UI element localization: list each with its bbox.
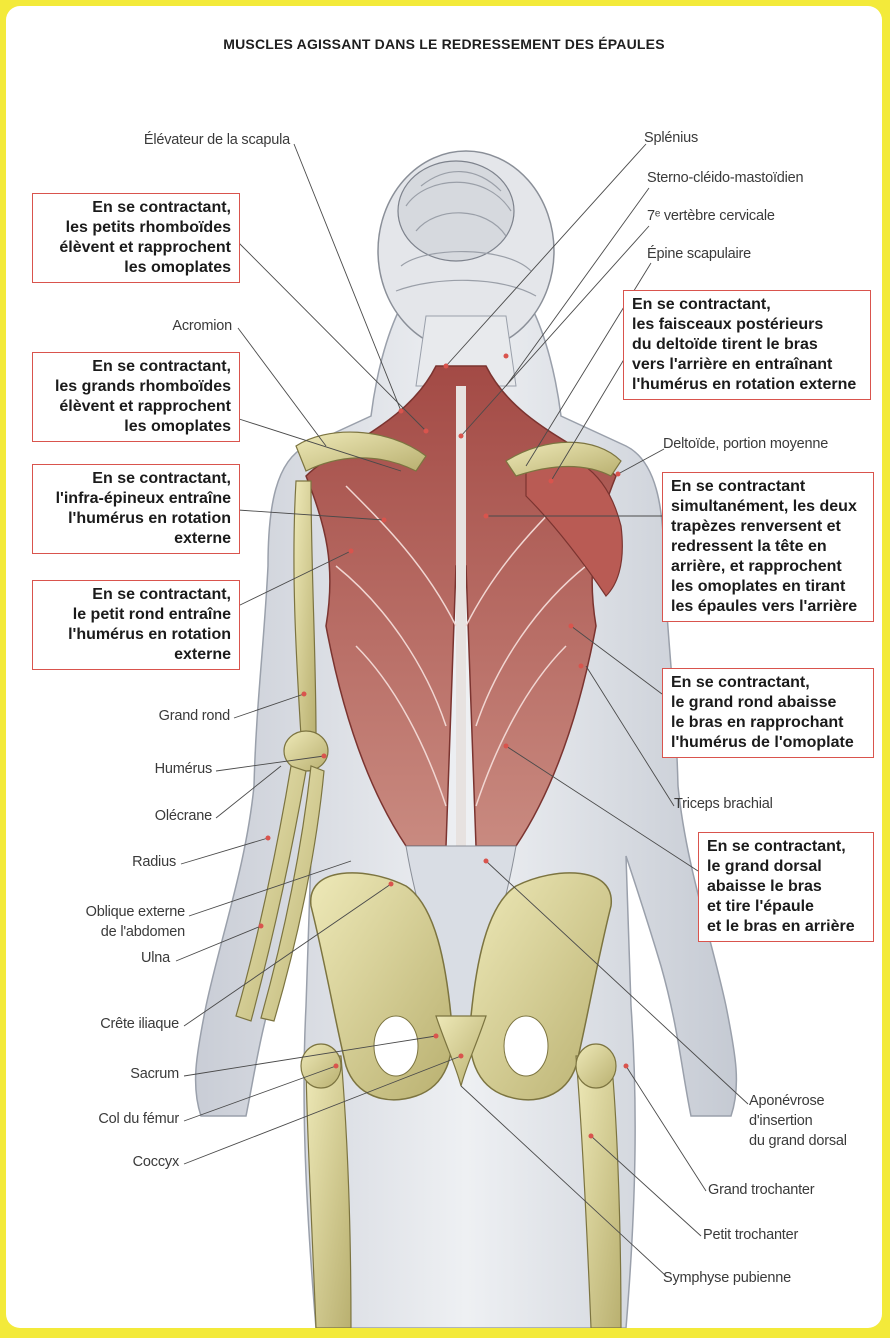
box-petit-rond: En se contractant, le petit rond entraîn… [32, 580, 240, 670]
label-coccyx: Coccyx [133, 1154, 179, 1170]
label-elevateur-scapula: Élévateur de la scapula [144, 132, 290, 148]
label-deltoide-portion-moyenne: Deltoïde, portion moyenne [663, 436, 828, 452]
label-oblique-externe: Oblique externe [86, 904, 185, 920]
label-olecrane: Olécrane [155, 808, 212, 824]
label-petit-trochanter: Petit trochanter [703, 1227, 798, 1243]
box-infra-epineux: En se contractant, l'infra-épineux entra… [32, 464, 240, 554]
label-grand-rond: Grand rond [159, 708, 230, 724]
label-ulna: Ulna [141, 950, 170, 966]
box-grand-dorsal: En se contractant, le grand dorsal abais… [698, 832, 874, 942]
box-grand-rond: En se contractant, le grand rond abaisse… [662, 668, 874, 758]
page-title: MUSCLES AGISSANT DANS LE REDRESSEMENT DE… [6, 36, 882, 52]
diagram-frame: MUSCLES AGISSANT DANS LE REDRESSEMENT DE… [6, 6, 882, 1328]
label-humerus: Humérus [155, 761, 212, 777]
label-sacrum: Sacrum [130, 1066, 179, 1082]
label-oblique-abdomen: de l'abdomen [101, 924, 185, 940]
label-splenius: Splénius [644, 130, 698, 146]
label-crete-iliaque: Crête iliaque [100, 1016, 179, 1032]
label-radius: Radius [132, 854, 176, 870]
box-deltoide-posterieur: En se contractant, les faisceaux postéri… [623, 290, 871, 400]
box-petits-rhomboides: En se contractant, les petits rhomboïdes… [32, 193, 240, 283]
box-grands-rhomboides: En se contractant, les grands rhomboïdes… [32, 352, 240, 442]
label-grand-trochanter: Grand trochanter [708, 1182, 814, 1198]
label-aponevrose-3: du grand dorsal [749, 1133, 847, 1149]
label-aponevrose-2: d'insertion [749, 1113, 812, 1129]
label-col-femur: Col du fémur [98, 1111, 179, 1127]
label-sterno-cleido-mastoidien: Sterno-cléido-mastoïdien [647, 170, 803, 186]
label-aponevrose-1: Aponévrose [749, 1093, 824, 1109]
label-triceps-brachial: Triceps brachial [674, 796, 773, 812]
label-acromion: Acromion [172, 318, 232, 334]
label-epine-scapulaire: Épine scapulaire [647, 246, 751, 262]
label-7e-vertebre-cervicale: 7ᵉ vertèbre cervicale [647, 208, 775, 224]
label-symphyse-pubienne: Symphyse pubienne [663, 1270, 791, 1286]
box-trapezes: En se contractant simultanément, les deu… [662, 472, 874, 622]
